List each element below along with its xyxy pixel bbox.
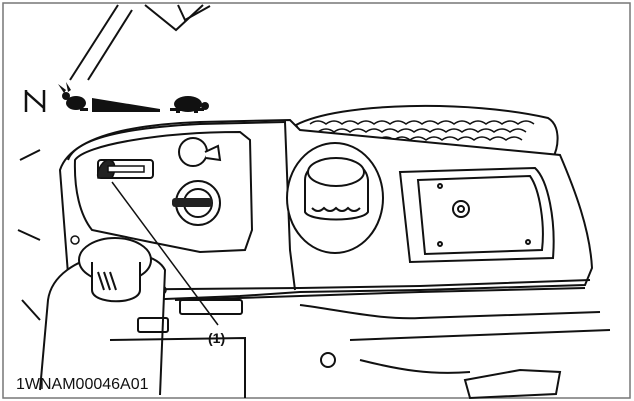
key-switch[interactable] — [172, 180, 221, 226]
warning-lamp — [178, 137, 208, 167]
callout-label: (1) — [208, 330, 225, 346]
steering-column — [69, 4, 211, 81]
fuel-cap — [286, 142, 384, 254]
throttle-lever[interactable] — [96, 159, 145, 179]
spare-tire — [294, 104, 559, 162]
figure-id-code: 1WNAM00046A01 — [16, 376, 149, 393]
lower-details — [17, 149, 611, 400]
rabbit-icon — [58, 82, 88, 111]
turtle-icon — [170, 96, 209, 113]
idle-slash-icon — [24, 90, 46, 112]
throttle-symbols — [24, 82, 209, 113]
switch-plate — [70, 130, 254, 295]
access-panel — [398, 166, 555, 264]
callout-leader — [111, 181, 219, 326]
speed-wedge-icon — [92, 98, 160, 112]
steering-hub — [39, 237, 167, 396]
